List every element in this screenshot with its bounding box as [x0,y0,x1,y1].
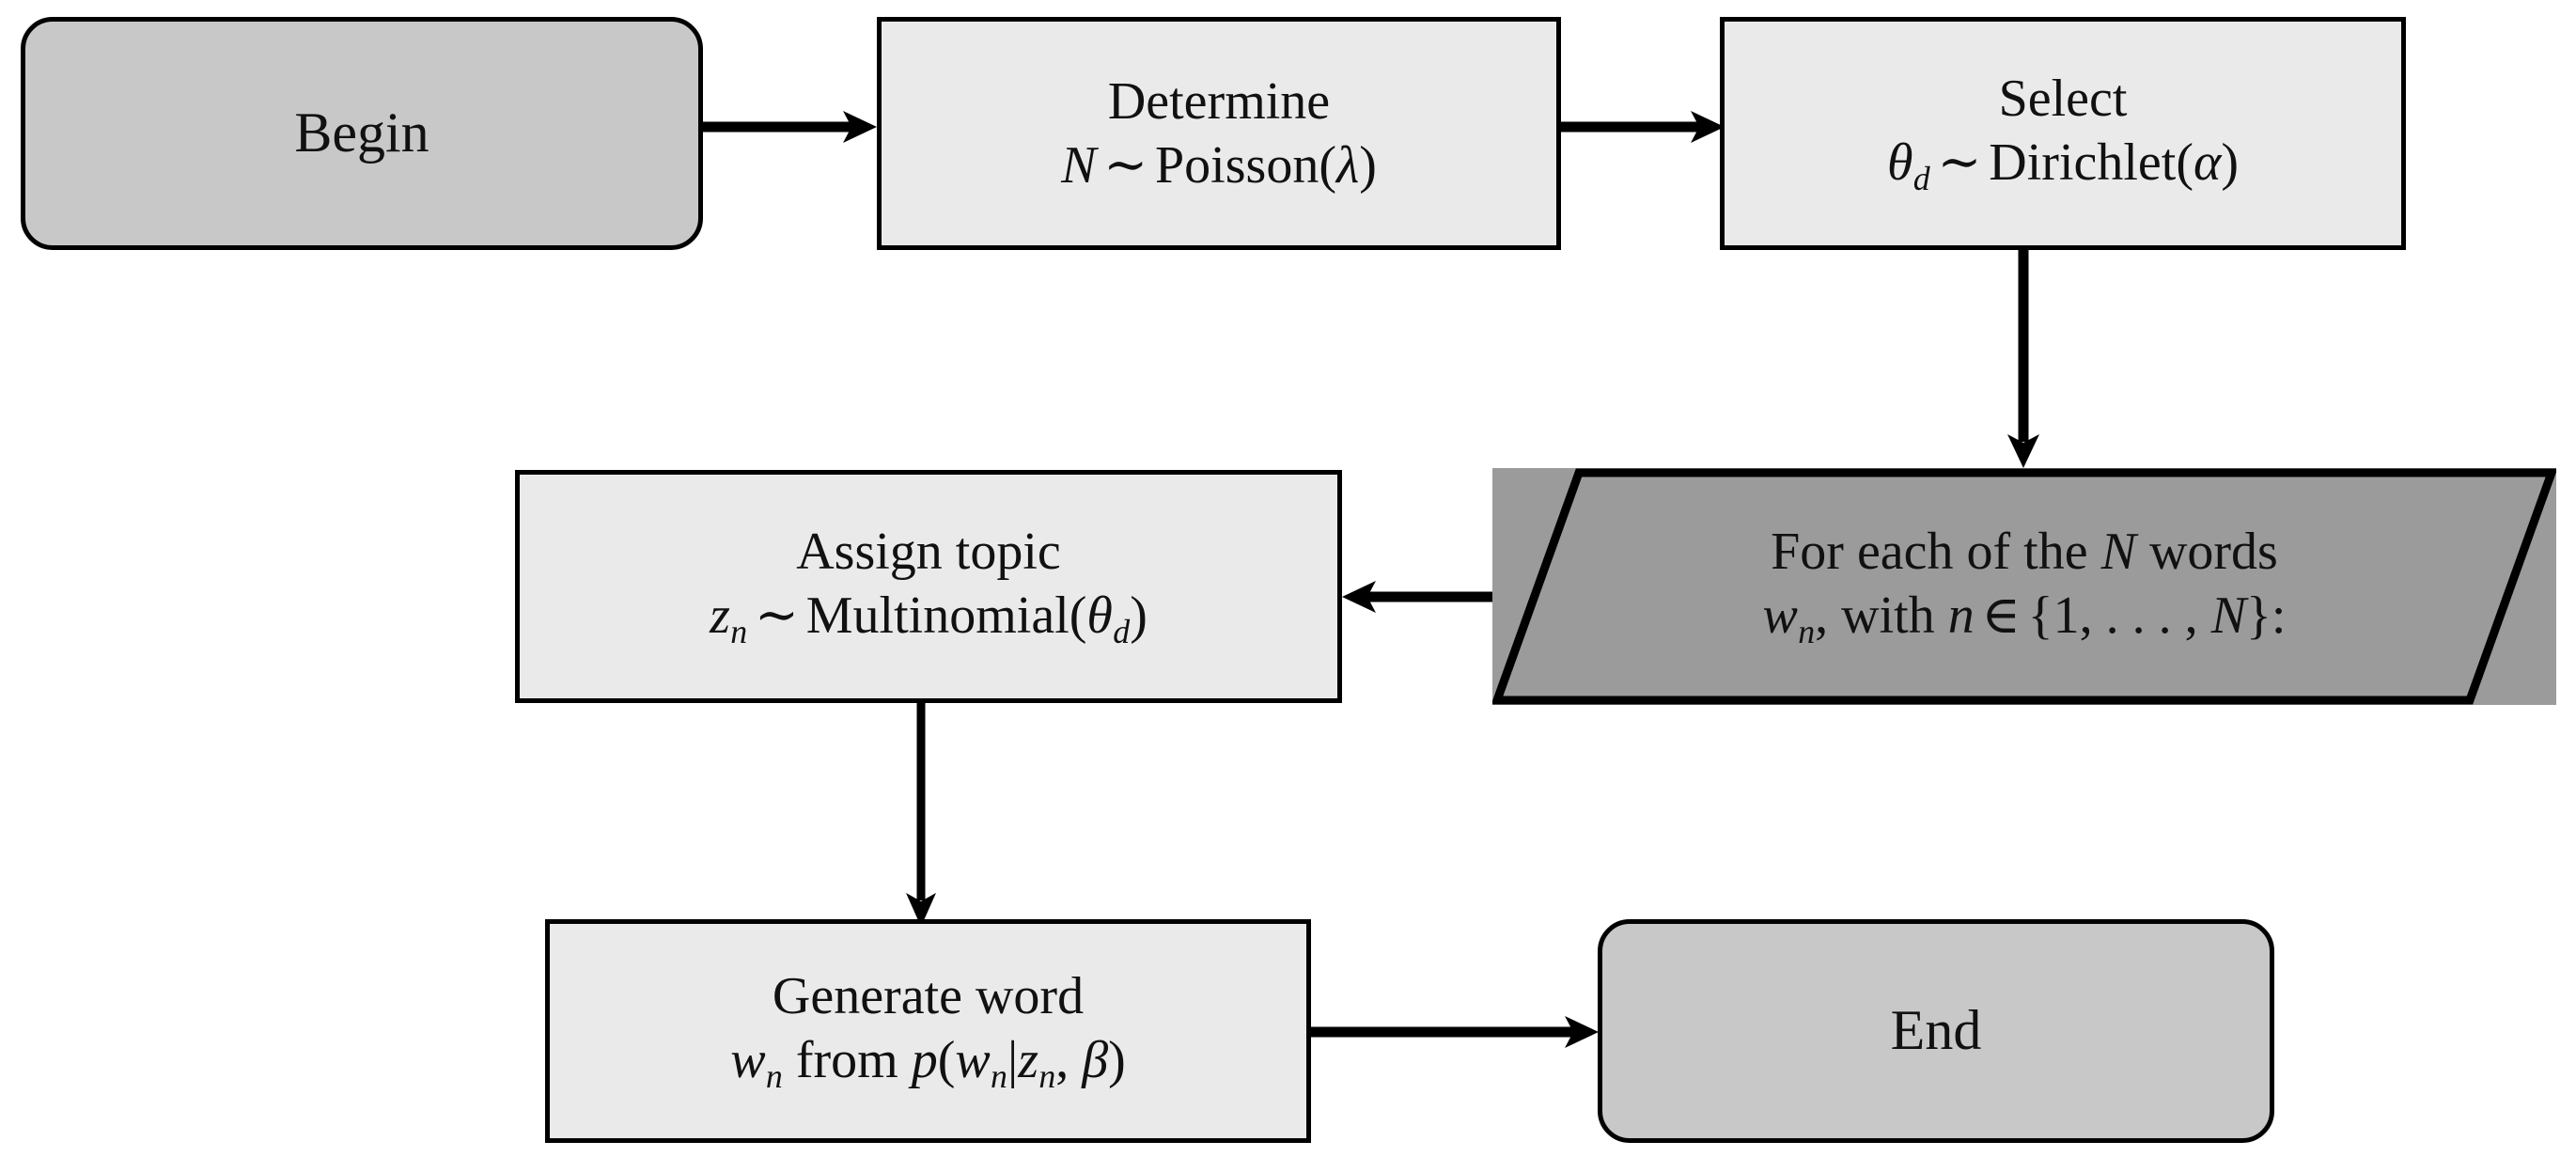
edge-select-to-foreach [2000,242,2047,477]
node-for-each-word[interactable]: For each of the N words wn, with n∈{1, .… [1492,468,2556,705]
node-generate-word-title: Generate word [772,967,1085,1026]
select-param: α [2194,133,2222,193]
select-open: ( [2176,133,2194,193]
determine-rel: ∼ [1103,136,1148,195]
determine-close: ) [1359,136,1377,195]
determine-var: N [1061,136,1097,195]
gen-bar: | [1007,1031,1019,1090]
foreach-idx: n [1947,586,1975,646]
foreach-elem: ∈ [1981,586,2021,646]
gen-fn: p [911,1031,938,1090]
gen-open: ( [937,1031,956,1090]
node-end-label: End [1890,999,1982,1062]
gen-mid: from [782,1031,912,1090]
select-dist: Dirichlet [1989,133,2177,193]
select-var-sub: d [1912,160,1930,198]
node-select-theta[interactable]: Select θd∼Dirichlet(α) [1720,17,2406,250]
assign-dist: Multinomial [805,586,1069,646]
gen-close: ) [1108,1031,1126,1090]
assign-open: ( [1069,586,1087,646]
node-begin[interactable]: Begin [21,17,703,250]
foreach-w-sub: n [1798,613,1816,651]
foreach-var-n: N [2100,523,2136,582]
node-for-each-word-line2: wn, with n∈{1, . . . , N}: [1763,584,2287,652]
determine-dist: Poisson [1155,136,1319,195]
node-select-theta-title: Select [1998,70,2128,129]
assign-rel: ∼ [755,586,799,646]
gen-w: w [730,1031,766,1090]
assign-param-sub: d [1113,613,1131,651]
foreach-setclose: }: [2246,586,2287,646]
foreach-setvar: N [2210,586,2247,646]
assign-z-sub: n [730,613,748,651]
determine-open: ( [1319,136,1336,195]
select-close: ) [2221,133,2240,193]
edge-determine-to-select [1553,103,1741,150]
node-select-theta-formula: θd∼Dirichlet(α) [1887,131,2239,199]
select-var: θ [1886,133,1913,193]
node-determine-n[interactable]: Determine N∼Poisson(λ) [877,17,1561,250]
assign-param: θ [1086,586,1113,646]
gen-comma: , [1055,1031,1083,1090]
foreach-pre: For each of the [1771,523,2101,582]
node-for-each-word-line1: For each of the N words [1771,520,2278,584]
foreach-w: w [1762,586,1798,646]
edge-begin-to-determine [695,103,893,150]
node-assign-topic-title: Assign topic [796,523,1061,582]
node-determine-n-formula: N∼Poisson(λ) [1061,133,1377,197]
gen-arg: w [955,1031,991,1090]
select-rel: ∼ [1937,133,1982,193]
gen-w-sub: n [765,1057,783,1096]
foreach-post: words [2135,523,2278,582]
assign-close: ) [1130,586,1147,646]
edge-assign-to-generate [898,699,945,934]
node-end[interactable]: End [1598,919,2274,1143]
node-generate-word-formula: wn from p(wn|zn, β) [730,1028,1126,1097]
gen-arg-sub: n [991,1057,1007,1096]
node-generate-word[interactable]: Generate word wn from p(wn|zn, β) [545,919,1311,1143]
foreach-mid: , with [1815,586,1948,646]
foreach-set: {1, . . . , [2027,586,2211,646]
node-begin-label: Begin [294,102,429,164]
determine-param: λ [1335,136,1360,195]
gen-param: β [1082,1031,1109,1090]
node-determine-n-title: Determine [1107,71,1331,131]
gen-cond-sub: n [1038,1057,1056,1096]
gen-cond: z [1018,1031,1038,1090]
node-for-each-word-text: For each of the N words wn, with n∈{1, .… [1492,520,2556,653]
node-assign-topic[interactable]: Assign topic zn∼Multinomial(θd) [515,470,1342,703]
node-assign-topic-formula: zn∼Multinomial(θd) [710,584,1147,652]
edge-generate-to-end [1304,1008,1615,1055]
parallelogram-shape [1492,468,2556,705]
assign-z: z [710,586,730,646]
